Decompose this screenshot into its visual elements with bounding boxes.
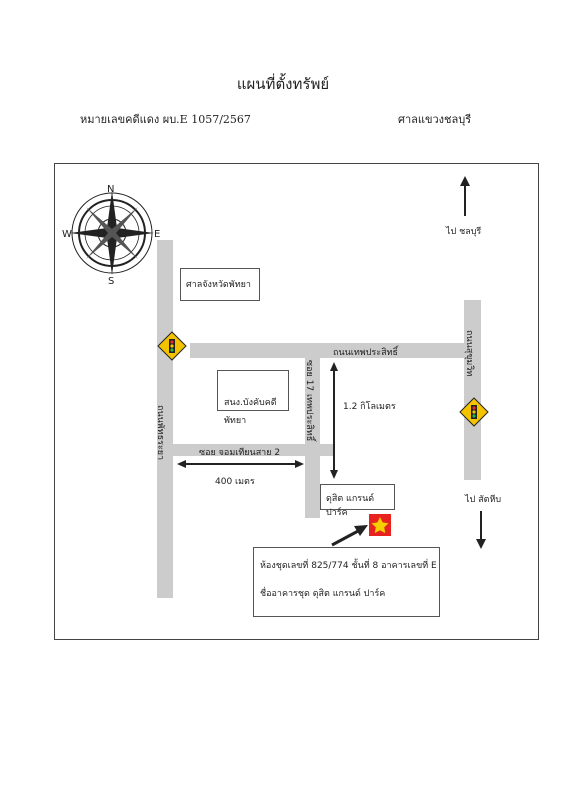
road-left-vertical <box>157 240 173 598</box>
case-number: หมายเลขคดีแดง ผบ.E 1057/2567 <box>80 113 251 126</box>
road-soi-17-label: ซอย 17 เทพประสิทธิ์ <box>304 360 314 442</box>
road-left-vertical-label: ถนนพัทธระยา <box>155 405 165 461</box>
direction-north-label: ไป ชลบุรี <box>446 227 482 237</box>
road-main-horizontal <box>190 343 480 358</box>
traffic-light-sign-left-icon <box>157 331 187 361</box>
north-arrow-icon <box>460 176 470 216</box>
road-main-horizontal-label: ถนนเทพประสิทธิ์ <box>333 348 398 358</box>
road-soi-17 <box>305 343 320 518</box>
compass-e-label: E <box>154 229 161 240</box>
road-soi-jomtien-label: ซอย จอมเทียนสาย 2 <box>199 448 281 458</box>
property-line-2: ชื่ออาคารชุด ดุสิต แกรนด์ ปาร์ค <box>260 589 386 599</box>
property-info-box: ห้องชุดเลขที่ 825/774 ชั้นที่ 8 อาคารเลข… <box>253 547 440 617</box>
compass-s-label: S <box>108 276 115 287</box>
compass-rose-icon <box>70 191 154 275</box>
compass-n-label: N <box>107 184 115 195</box>
landmark-police-label: สนง.บังคับคดี พัทยา <box>224 398 277 426</box>
property-star-icon <box>369 514 391 536</box>
horizontal-distance-arrow <box>177 460 304 468</box>
south-arrow-icon <box>476 511 486 549</box>
landmark-condo-box: ดุสิต แกรนด์ ปาร์ค <box>320 484 395 518</box>
property-line-1: ห้องชุดเลขที่ 825/774 ชั้นที่ 8 อาคารเลข… <box>260 561 437 571</box>
landmark-court-label: ศาลจังหวัดพัทยา <box>186 280 251 290</box>
court-name: ศาลแขวงชลบุรี <box>398 113 472 126</box>
distance-vertical-label: 1.2 กิโลเมตร <box>343 402 396 412</box>
map-frame <box>54 163 539 640</box>
landmark-court-box: ศาลจังหวัดพัทยา <box>180 268 260 301</box>
landmark-police-box: สนง.บังคับคดี พัทยา <box>217 370 289 426</box>
road-right-vertical-label: ถนนสุขุมวิท <box>464 330 474 377</box>
page-title: แผนที่ตั้งทรัพย์ <box>236 75 330 93</box>
property-pointer-arrow <box>331 525 368 547</box>
traffic-light-sign-right-icon <box>459 397 489 427</box>
road-soi-jomtien <box>173 444 333 456</box>
compass-w-label: W <box>62 229 72 240</box>
vertical-distance-arrow <box>330 362 338 479</box>
landmark-condo-label: ดุสิต แกรนด์ ปาร์ค <box>326 494 375 518</box>
direction-south-label: ไป สัตหีบ <box>465 495 502 505</box>
distance-horizontal-label: 400 เมตร <box>215 477 255 487</box>
road-right-vertical <box>464 300 481 480</box>
